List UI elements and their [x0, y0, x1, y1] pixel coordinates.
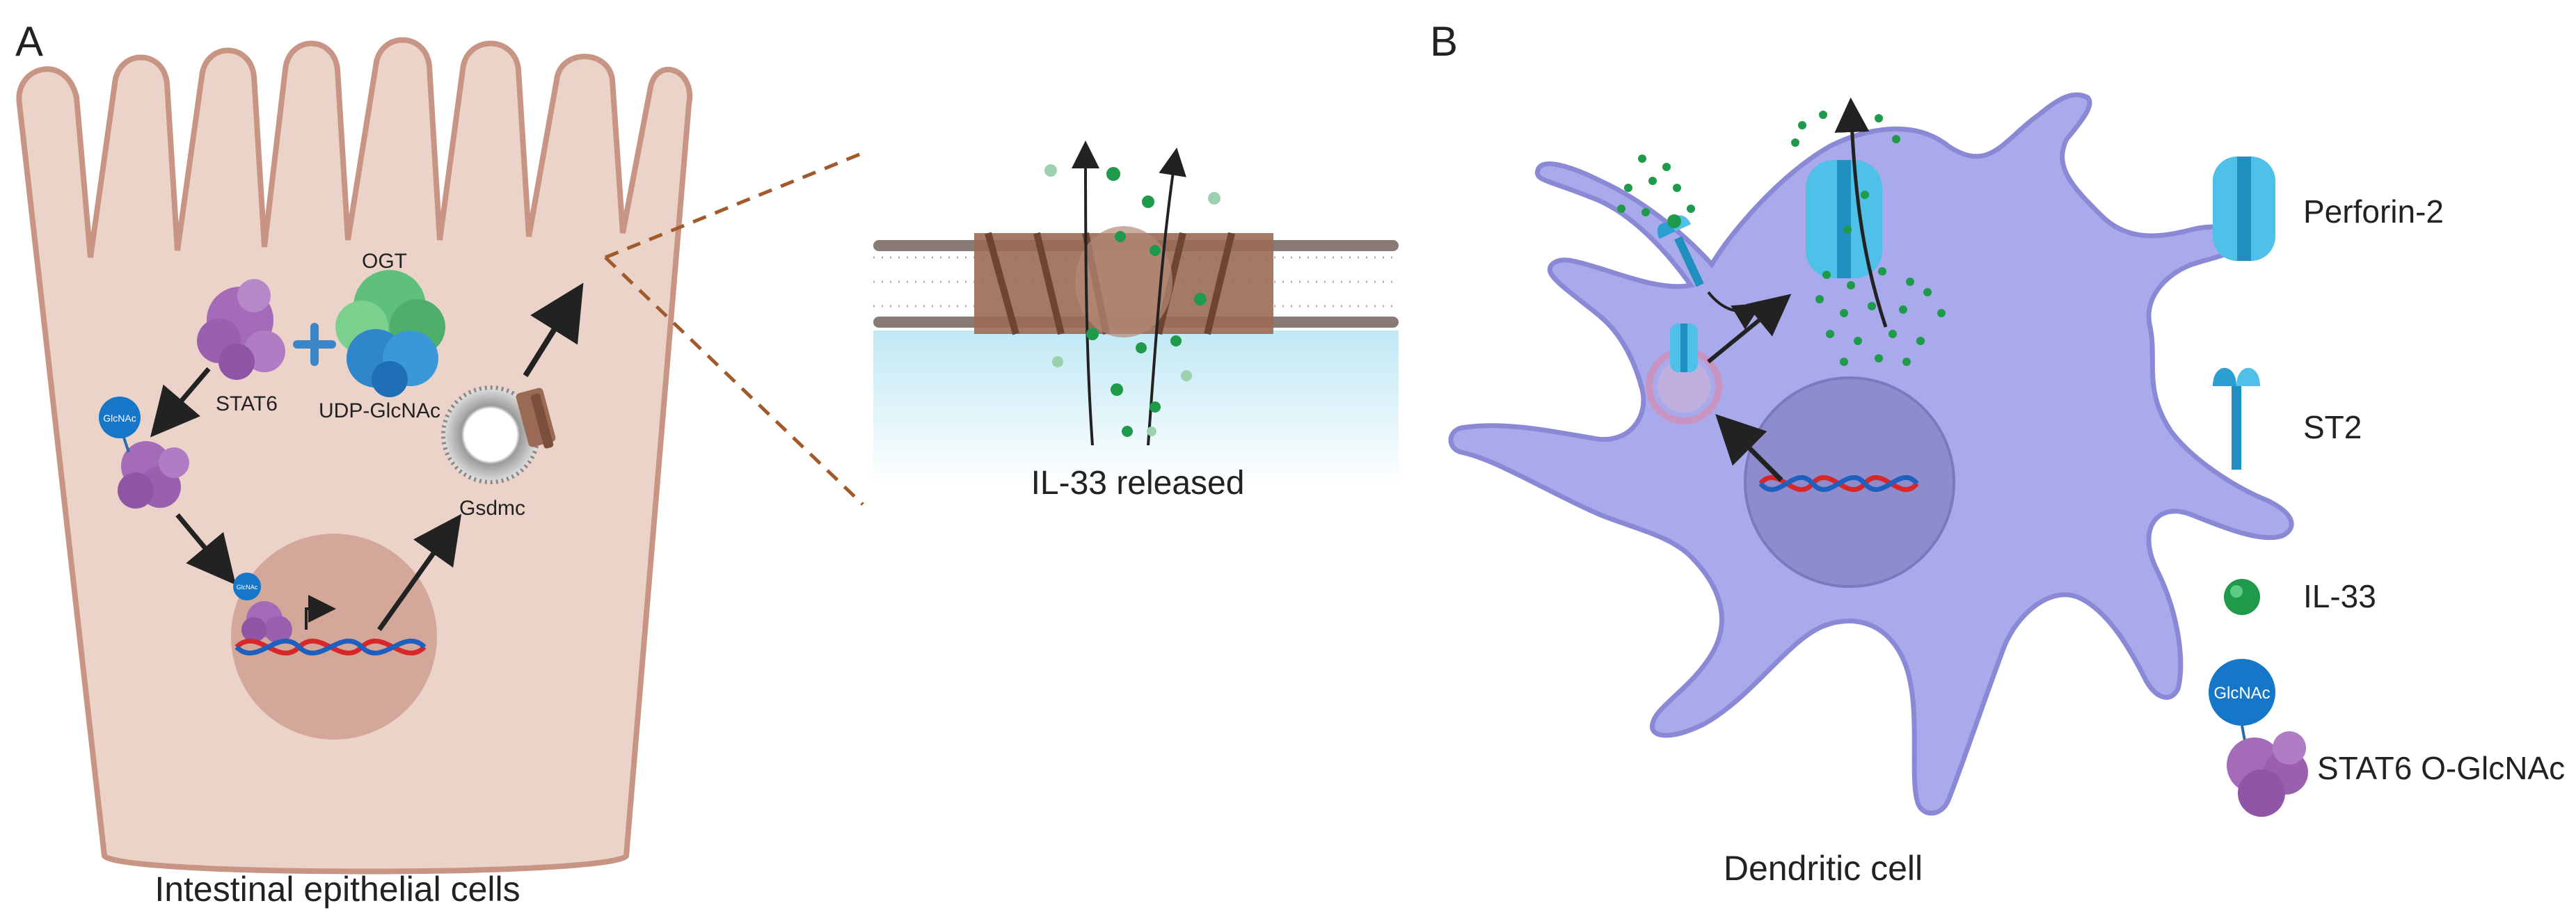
- epithelial-cell: [16, 37, 693, 875]
- glcnac-badge-small-label: GlcNAc: [237, 584, 258, 591]
- stat6-label: STAT6: [216, 392, 278, 415]
- ogt-label: OGT: [362, 250, 407, 273]
- legend-label-il-33: IL-33: [2303, 578, 2376, 614]
- glcnac-modified-stat6: GlcNAc: [99, 397, 189, 509]
- stat6-protein-icon: [197, 279, 285, 380]
- perforin-2-pore-icon: [1806, 160, 1882, 278]
- legend-badge-glcnac: GlcNAc: [2213, 684, 2270, 703]
- arrow-st2-to-perforin: [1707, 291, 1762, 330]
- il-33-cluster-cytoplasm: [1815, 267, 1946, 366]
- dendritic-cell-label: Dendritic cell: [1724, 849, 1923, 888]
- legend-label-st2: ST2: [2303, 409, 2362, 445]
- gsdmc-pore-icon: [974, 226, 1273, 337]
- nucleus-a: [231, 534, 437, 740]
- plus-icon: [293, 323, 336, 366]
- dna-helix-b: [1758, 475, 1919, 492]
- il-33-icon: [2224, 579, 2260, 615]
- dna-helix-a: [234, 638, 427, 656]
- il-33-released-label: IL-33 released: [1031, 465, 1245, 502]
- zoom-lines: [604, 151, 864, 506]
- legend-label-perforin-2: Perforin-2: [2303, 193, 2444, 230]
- nuclear-stat6: GlcNAc: [233, 573, 292, 644]
- arrow-to-nucleus: [175, 513, 236, 585]
- legend: Perforin-2 ST2 IL-33 GlcNAc STAT6 O-GlcN…: [2209, 157, 2565, 817]
- glcnac-badge-label: GlcNAc: [103, 413, 136, 424]
- arrow-to-gsdmc: [377, 513, 462, 632]
- gsdmc-label: Gsdmc: [459, 497, 525, 520]
- villi-gaps: [90, 230, 115, 271]
- il-33-release-arrow-b: [1834, 97, 1888, 328]
- st2-receptor-icon: [2213, 367, 2260, 470]
- perforin-vesicle-icon: [1646, 324, 1722, 424]
- il-33-cluster-left: [1617, 154, 1695, 216]
- il-33-release: [1044, 141, 1221, 446]
- perforin-2-icon: [2213, 157, 2275, 261]
- arrow-vesicle-to-membrane: [1707, 294, 1792, 364]
- il-33-cluster-release: [1791, 111, 1900, 234]
- arrow-to-membrane: [523, 282, 584, 378]
- transcription-start-arrow: [305, 595, 336, 630]
- ogt-udp-glcnac-icon: [335, 270, 445, 397]
- panel-b-letter: B: [1430, 18, 1458, 65]
- udp-glcnac-label: UDP-GlcNAc: [319, 399, 440, 422]
- arrow-stat6-to-modified: [150, 367, 211, 438]
- gsdmc-vesicle-icon: [441, 385, 556, 484]
- membrane-zoom: [873, 226, 1399, 487]
- legend-label-stat6-o-glcnac: STAT6 O-GlcNAc: [2317, 750, 2565, 786]
- stat6-o-glcnac-icon: GlcNAc: [2209, 659, 2308, 817]
- epithelial-cell-label: Intestinal epithelial cells: [154, 870, 520, 909]
- arrow-nucleus-to-vesicle: [1715, 414, 1783, 482]
- nucleus-b: [1744, 376, 1955, 588]
- panel-a-letter: A: [15, 18, 43, 65]
